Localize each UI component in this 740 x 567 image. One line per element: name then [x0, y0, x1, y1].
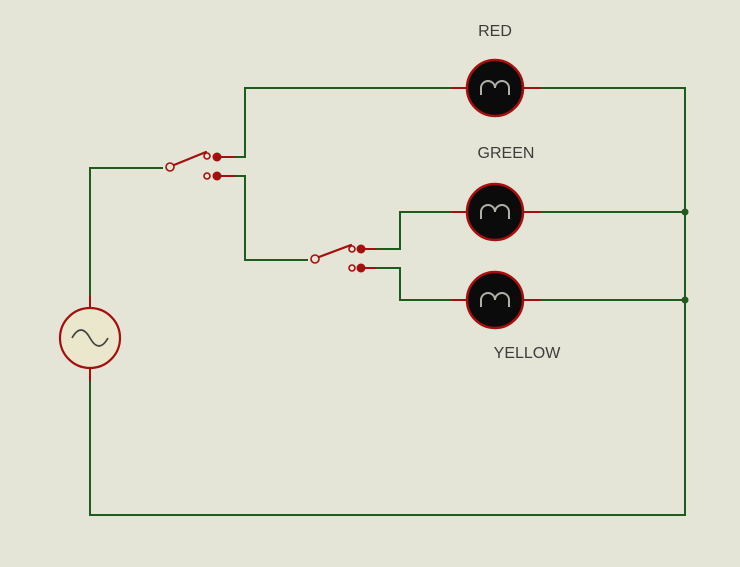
- junction-dot-green: [681, 208, 689, 216]
- switch2-throw-bottom-contact: [348, 264, 356, 272]
- lamp-yellow-filament-icon: [480, 292, 510, 307]
- label-red: RED: [478, 23, 512, 40]
- wire-return-rail: [89, 87, 686, 516]
- switch1-lever[interactable]: [172, 150, 208, 167]
- switch1-throw-top-contact: [203, 152, 211, 160]
- lamp-yellow: [451, 270, 541, 330]
- wire-switch2-to-green-lamp: [374, 211, 453, 250]
- wire-source-to-switch1: [89, 167, 163, 297]
- label-yellow: YELLOW: [494, 345, 562, 362]
- lamp-red: [451, 58, 541, 118]
- switch-2[interactable]: [310, 243, 376, 273]
- switch2-toggle-bottom[interactable]: [356, 263, 366, 273]
- wire-switch1-to-red-lamp: [233, 87, 453, 158]
- ac-source: [58, 295, 122, 381]
- switch1-pole-contact: [165, 162, 175, 172]
- lamp-green-filament-icon: [480, 204, 510, 219]
- junction-dot-yellow: [681, 296, 689, 304]
- sine-wave-icon: [71, 329, 109, 347]
- switch-1[interactable]: [165, 150, 235, 181]
- label-green: GREEN: [478, 145, 535, 162]
- switch2-throw-top-contact: [348, 245, 356, 253]
- lamp-red-filament-icon: [480, 80, 510, 95]
- lamp-green: [451, 182, 541, 242]
- wires: [89, 87, 689, 516]
- switch2-lever[interactable]: [317, 243, 353, 259]
- switch1-throw-bottom-contact: [203, 172, 211, 180]
- switch2-toggle-top[interactable]: [356, 244, 366, 254]
- switch2-pole-contact: [310, 254, 320, 264]
- switch1-toggle-bottom[interactable]: [212, 171, 222, 181]
- wire-switch1-to-switch2: [233, 175, 308, 261]
- wire-switch2-to-yellow-lamp: [374, 267, 453, 301]
- switch1-toggle-top[interactable]: [212, 152, 222, 162]
